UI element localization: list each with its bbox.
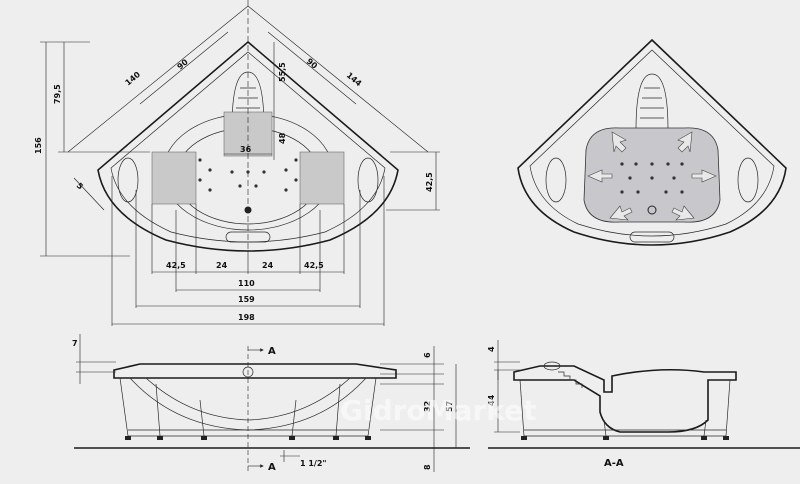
dim-159: 159 — [238, 295, 255, 304]
dim-6: 6 — [423, 352, 432, 358]
section-steps — [558, 371, 583, 388]
dim-55-5: 55,5 — [278, 62, 287, 82]
frame-feet — [125, 436, 371, 440]
section-profile — [513, 365, 737, 433]
jets — [198, 158, 298, 192]
sec-dim-4: 4 — [487, 346, 496, 352]
dim-7: 7 — [72, 339, 78, 348]
dim-42-5-second: 42,5 — [304, 261, 324, 270]
dim-156: 156 — [34, 137, 43, 154]
side-view: A A 7 1 1/2" 6 32 57 8 — [72, 334, 470, 473]
tub-outline-right — [517, 38, 787, 246]
diag-dim-144: 144 — [345, 71, 364, 89]
section-title: A-A — [604, 458, 624, 469]
dim-5: 5 — [75, 181, 86, 192]
left-armrest-right — [545, 157, 567, 203]
diag-dim-90-left: 90 — [176, 57, 191, 71]
diag-dim-140-line — [67, 5, 249, 153]
diag-dim-90-left-line — [139, 31, 229, 105]
right-armrest — [357, 157, 379, 203]
right-armrest-right — [737, 157, 759, 203]
front-handle-right — [629, 231, 675, 243]
right-seat-pad — [299, 151, 345, 205]
dim-110: 110 — [238, 279, 255, 288]
dim-79-5: 79,5 — [53, 84, 62, 104]
diag-dim-90-right: 90 — [305, 57, 320, 71]
headrest-lines-right — [640, 87, 664, 119]
pipe-size: 1 1/2" — [300, 459, 327, 468]
section-marker-bottom: A — [268, 462, 276, 473]
left-armrest — [117, 157, 139, 203]
extension-lines — [111, 176, 385, 326]
rim-profile — [113, 363, 397, 379]
section-marker-top: A — [268, 346, 276, 357]
dim-36: 36 — [240, 145, 252, 154]
section-frame — [519, 379, 731, 437]
diag-dim-140: 140 — [124, 70, 143, 88]
drain-right — [647, 205, 657, 215]
basin-floor-right — [583, 127, 721, 223]
dim-198: 198 — [238, 313, 255, 322]
dim-32: 32 — [423, 401, 432, 412]
section-view: 4 44 A-A — [487, 340, 800, 469]
front-handle — [225, 231, 271, 243]
watermark: GidroMarket — [340, 394, 536, 427]
dim-42-5-right: 42,5 — [425, 172, 434, 192]
sec-dim-44: 44 — [487, 394, 496, 406]
jet-arrows — [587, 131, 717, 221]
left-seat-pad — [151, 151, 197, 205]
dim-8: 8 — [423, 464, 432, 470]
jets-right — [620, 162, 684, 194]
tub-rim-right — [529, 49, 775, 237]
dim-5-line — [73, 177, 105, 211]
dim-24-left: 24 — [216, 261, 228, 270]
dim-42-5-left: 42,5 — [166, 261, 186, 270]
dim-57: 57 — [445, 401, 454, 412]
dim-48: 48 — [278, 132, 287, 144]
dim-24-right: 24 — [262, 261, 274, 270]
top-view: 140 90 90 144 156 79,5 55,5 48 36 5 42,5 — [34, 0, 440, 326]
headrest-right — [635, 73, 669, 131]
diag-dim-90-right-line — [267, 31, 357, 105]
section-feet — [521, 436, 729, 440]
top-view-jets — [517, 38, 787, 246]
section-headrest — [543, 361, 561, 371]
diag-dim-144-line — [247, 5, 429, 153]
